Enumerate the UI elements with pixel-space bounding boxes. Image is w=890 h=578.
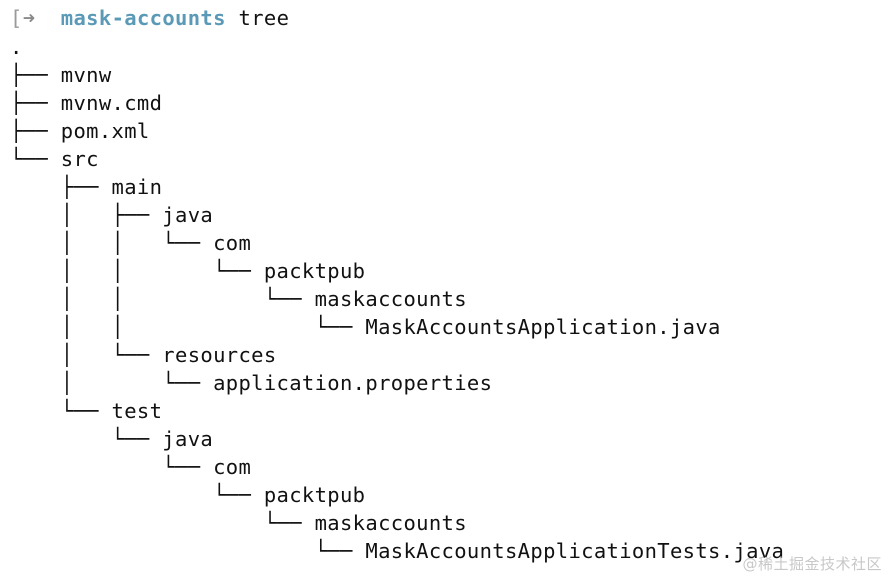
tree-line: │ └── application.properties	[10, 371, 493, 395]
tree-line: │ │ └── com	[10, 231, 252, 255]
tree-line: └── test	[10, 399, 163, 423]
prompt-bracket: [	[10, 6, 23, 30]
tree-line: │ ├── java	[10, 203, 214, 227]
tree-line: │ │ └── packtpub	[10, 259, 366, 283]
watermark: @稀土掘金技术社区	[742, 555, 882, 573]
tree-line: └── MaskAccountsApplicationTests.java	[10, 539, 785, 563]
tree-line: ├── mvnw.cmd	[10, 91, 163, 115]
tree-line: ├── main	[10, 175, 163, 199]
tree-line: │ │ └── MaskAccountsApplication.java	[10, 315, 721, 339]
tree-line: └── packtpub	[10, 483, 366, 507]
prompt-line: [➜ mask-accounts tree	[10, 4, 289, 32]
tree-line: └── com	[10, 455, 252, 479]
tree-line: └── java	[10, 427, 214, 451]
tree-line: └── maskaccounts	[10, 511, 467, 535]
prompt-arrow-icon: ➜	[22, 6, 36, 30]
current-directory: mask-accounts	[60, 6, 226, 30]
tree-line: ├── mvnw	[10, 63, 112, 87]
tree-line: │ │ └── maskaccounts	[10, 287, 467, 311]
tree-line: └── src	[10, 147, 99, 171]
tree-line: .	[10, 35, 23, 59]
tree-line: │ └── resources	[10, 343, 277, 367]
command-text: tree	[238, 6, 290, 30]
tree-line: ├── pom.xml	[10, 119, 150, 143]
